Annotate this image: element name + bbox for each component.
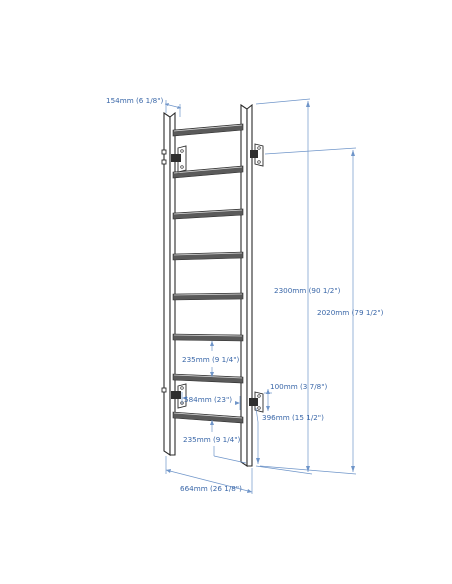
right-rail: [240, 103, 253, 468]
outer-width-label: 664mm (26 1/8"): [180, 484, 242, 493]
inner-width-dimension: [181, 392, 241, 410]
inner-width-label: 584mm (23"): [184, 395, 232, 404]
bracket-top-right: [250, 143, 264, 167]
rung-spacing-lower-dimension: [210, 420, 247, 464]
ladder: [161, 103, 264, 468]
depth-label: 154mm (6 1/8"): [106, 96, 164, 105]
outer-width-dimension: [165, 456, 253, 494]
rung: [172, 333, 244, 342]
rung-spacing-lower-label: 235mm (9 1/4"): [183, 435, 241, 444]
dimension-lines: [164, 98, 357, 494]
total-height-label: 2300mm (90 1/2"): [274, 286, 341, 295]
mount-height-label: 2020mm (79 1/2"): [317, 308, 384, 317]
rung: [172, 208, 244, 220]
bottom-bracket-height-dimension: [255, 407, 260, 464]
total-height-dimension: [255, 98, 313, 475]
rung-spacing-upper-label: 235mm (9 1/4"): [182, 355, 240, 364]
rung: [172, 165, 244, 179]
dimension-labels: 154mm (6 1/8") 2300mm (90 1/2") 2020mm (…: [106, 96, 384, 493]
left-rail: [163, 111, 176, 457]
bracket-top-left: [161, 145, 187, 173]
rung: [172, 373, 244, 384]
depth-dimension: [164, 100, 182, 117]
bracket-offset-label: 100mm (3 7/8"): [270, 382, 328, 391]
mount-height-dimension: [259, 147, 357, 475]
bracket-bottom-right: [249, 391, 264, 413]
bracket-offset-dimension: [264, 389, 272, 411]
rung: [172, 292, 244, 301]
rung-spacing-upper-dimension: [210, 341, 214, 377]
rung: [172, 123, 244, 137]
rung: [172, 411, 244, 424]
rung: [172, 251, 244, 261]
bottom-bracket-height-label: 396mm (15 1/2"): [262, 413, 324, 422]
